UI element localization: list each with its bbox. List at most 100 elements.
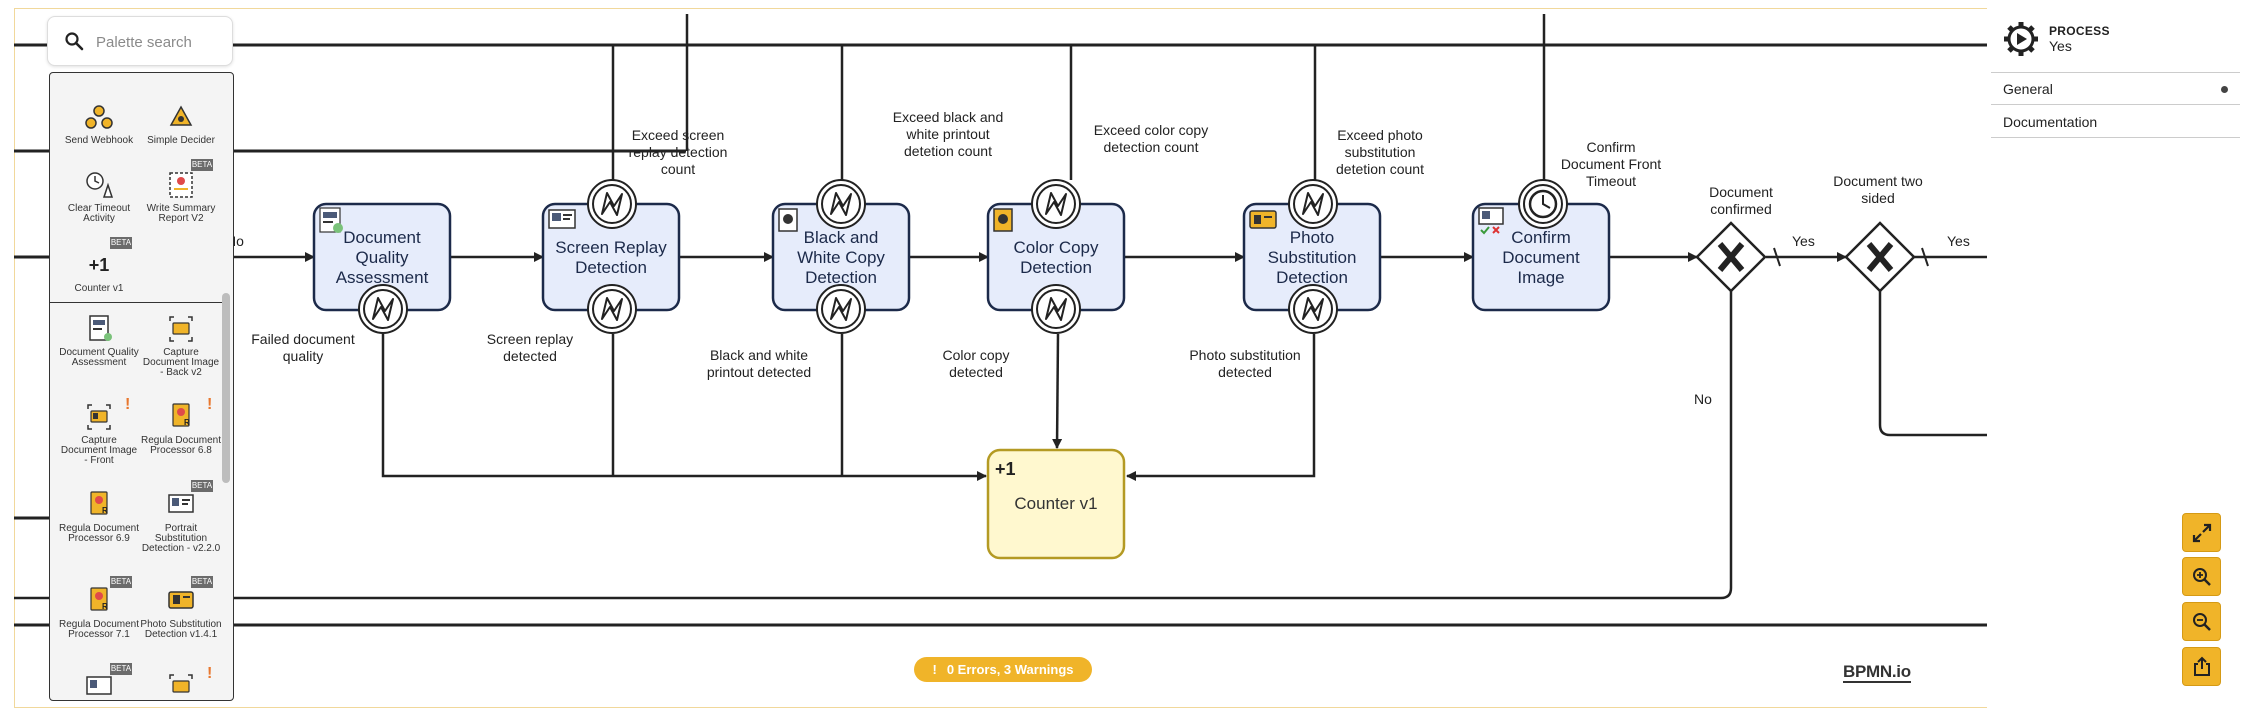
boundary-event-exceed-photo[interactable] (1288, 179, 1338, 229)
zoom-out-button[interactable] (2182, 602, 2221, 641)
share-icon (2194, 656, 2210, 676)
palette-scrollbar[interactable] (222, 293, 230, 483)
boundary-event-exceed-screen[interactable] (587, 179, 637, 229)
task-black-and-white-copy-detection[interactable]: Black and White Copy Detection (771, 202, 911, 312)
task-label-line: Confirm (1511, 228, 1571, 247)
label-exceed-screen: Exceed screen replay detection count (629, 127, 728, 177)
palette-search[interactable] (47, 16, 233, 66)
boundary-event-failed-quality[interactable] (358, 284, 408, 334)
boundary-event-photo-detected[interactable] (1288, 284, 1338, 334)
task-label-line: White Copy (797, 248, 885, 267)
palette-item-photo-substitution[interactable]: Photo Substitution Detection v1.4.1 (140, 585, 222, 640)
timeout-icon (86, 172, 114, 198)
svg-text:Document Front: Document Front (1561, 156, 1661, 172)
flow-color-detected[interactable] (1052, 333, 1063, 449)
expand-icon (2192, 523, 2212, 543)
boundary-event-color-detected[interactable] (1031, 284, 1081, 334)
palette-item-capture-document-front[interactable]: Capture Document Image - Front (58, 401, 140, 466)
palette-item-regula-7-1[interactable]: R Regula Document Processor 7.1 (58, 585, 140, 640)
boundary-event-screen-detected[interactable] (587, 284, 637, 334)
task-label-line: Detection (1020, 258, 1092, 277)
properties-group-documentation[interactable]: Documentation (1991, 106, 2240, 138)
svg-text:Failed document: Failed document (251, 331, 355, 347)
properties-panel: PROCESS Yes General Documentation (1991, 9, 2240, 139)
flow-photo-detected[interactable] (1126, 334, 1316, 481)
svg-text:Color copy: Color copy (943, 347, 1010, 363)
task-confirm-document-image[interactable]: Confirm Document Image (1471, 202, 1611, 312)
boundary-event-exceed-color[interactable] (1031, 179, 1081, 229)
palette-item-regula-6-9[interactable]: R Regula Document Processor 6.9 (58, 489, 140, 544)
document-quality-icon (89, 315, 112, 341)
zoom-out-icon (2193, 613, 2211, 631)
palette-item-label: Regula Document Processor 6.8 (140, 435, 222, 456)
boundary-event-exceed-bw[interactable] (816, 179, 866, 229)
palette-item-clear-timeout-activity[interactable]: Clear Timeout Activity (58, 169, 140, 224)
palette-item-simple-decider[interactable]: Simple Decider (140, 101, 222, 146)
svg-text:Photo substitution: Photo substitution (1189, 347, 1300, 363)
palette-item-write-summary-report[interactable]: Write Summary Report V2 (140, 169, 222, 224)
svg-text:Black and white: Black and white (710, 347, 808, 363)
flow-gw2-down[interactable] (1878, 291, 1987, 437)
palette-item-regula-6-8[interactable]: R Regula Document Processor 6.8 (140, 401, 222, 456)
svg-text:substitution: substitution (1345, 144, 1416, 160)
flow-failed-to-counter[interactable] (381, 334, 987, 481)
label-color-detected: Color copy detected (943, 347, 1010, 380)
svg-text:+1: +1 (89, 255, 110, 275)
svg-text:Exceed black and: Exceed black and (893, 109, 1004, 125)
task-label-line: Black and (804, 228, 879, 247)
validation-status-badge[interactable]: !0 Errors, 3 Warnings (914, 657, 1092, 682)
boundary-event-bw-detected[interactable] (816, 284, 866, 334)
gateway-document-two-sided[interactable] (1844, 221, 1916, 293)
palette-item-portrait-substitution[interactable]: Portrait Substitution Detection - v2.2.0 (140, 489, 222, 554)
svg-text:Timeout: Timeout (1586, 173, 1636, 189)
slash-yes2 (1921, 247, 1929, 267)
bpmn-io-logo[interactable]: BPMN.io (1843, 662, 1911, 683)
svg-text:quality: quality (283, 348, 323, 364)
properties-group-general[interactable]: General (1991, 73, 2240, 105)
palette-item-counter-v1[interactable]: +1 Counter v1 (58, 249, 140, 294)
label-exceed-bw: Exceed black and white printout detetion… (893, 109, 1004, 159)
svg-text:detetion count: detetion count (904, 143, 992, 159)
fit-viewport-button[interactable] (2182, 513, 2221, 552)
capture-front-icon (169, 674, 193, 693)
palette-item-partial[interactable] (140, 671, 222, 700)
gateway-document-confirmed[interactable] (1695, 221, 1767, 293)
diagram-frame (14, 8, 1987, 708)
task-counter-v1[interactable]: +1 Counter v1 (986, 448, 1126, 560)
svg-text:R: R (184, 418, 190, 427)
palette[interactable]: Send Webhook Simple Decider Clear Timeou… (49, 72, 234, 701)
palette-item-capture-document-back[interactable]: Capture Document Image - Back v2 (140, 313, 222, 378)
group-label: General (2003, 81, 2053, 97)
beta-badge: BETA (191, 480, 213, 492)
task-document-quality-assessment[interactable]: Document Quality Assessment (312, 202, 452, 312)
palette-item-document-quality-assessment[interactable]: Document Quality Assessment (58, 313, 140, 368)
task-color-copy-detection[interactable]: Color Copy Detection (986, 202, 1126, 312)
beta-badge: BETA (110, 237, 132, 249)
palette-item-send-webhook[interactable]: Send Webhook (58, 101, 140, 146)
color-copy-icon (993, 208, 1013, 232)
palette-item-label: Portrait Substitution Detection - v2.2.0 (141, 523, 221, 554)
webhook-icon (85, 105, 113, 129)
process-gear-icon (2004, 22, 2038, 56)
warning-icon: ! (207, 665, 213, 682)
task-label-line: Color Copy (1013, 238, 1099, 257)
task-label-line: Assessment (336, 268, 429, 287)
svg-text:detected: detected (949, 364, 1003, 380)
task-screen-replay-detection[interactable]: Screen Replay Detection (541, 202, 681, 312)
photo-id-icon (168, 591, 194, 609)
palette-item-label: Send Webhook (64, 135, 134, 146)
flow-gw1-no[interactable] (14, 291, 1733, 600)
clock-icon (1528, 189, 1558, 219)
zoom-in-button[interactable] (2182, 557, 2221, 596)
svg-text:sided: sided (1861, 190, 1894, 206)
counter-mark: +1 (995, 459, 1016, 479)
export-button[interactable] (2182, 647, 2221, 686)
capture-front-icon (87, 404, 111, 430)
palette-search-input[interactable] (94, 31, 224, 53)
counter-icon: +1 (89, 255, 110, 275)
boundary-timer-event[interactable] (1518, 179, 1568, 229)
palette-item-partial[interactable] (58, 671, 140, 700)
group-label: Documentation (2003, 114, 2098, 130)
task-photo-substitution-detection[interactable]: Photo Substitution Detection (1242, 202, 1382, 312)
